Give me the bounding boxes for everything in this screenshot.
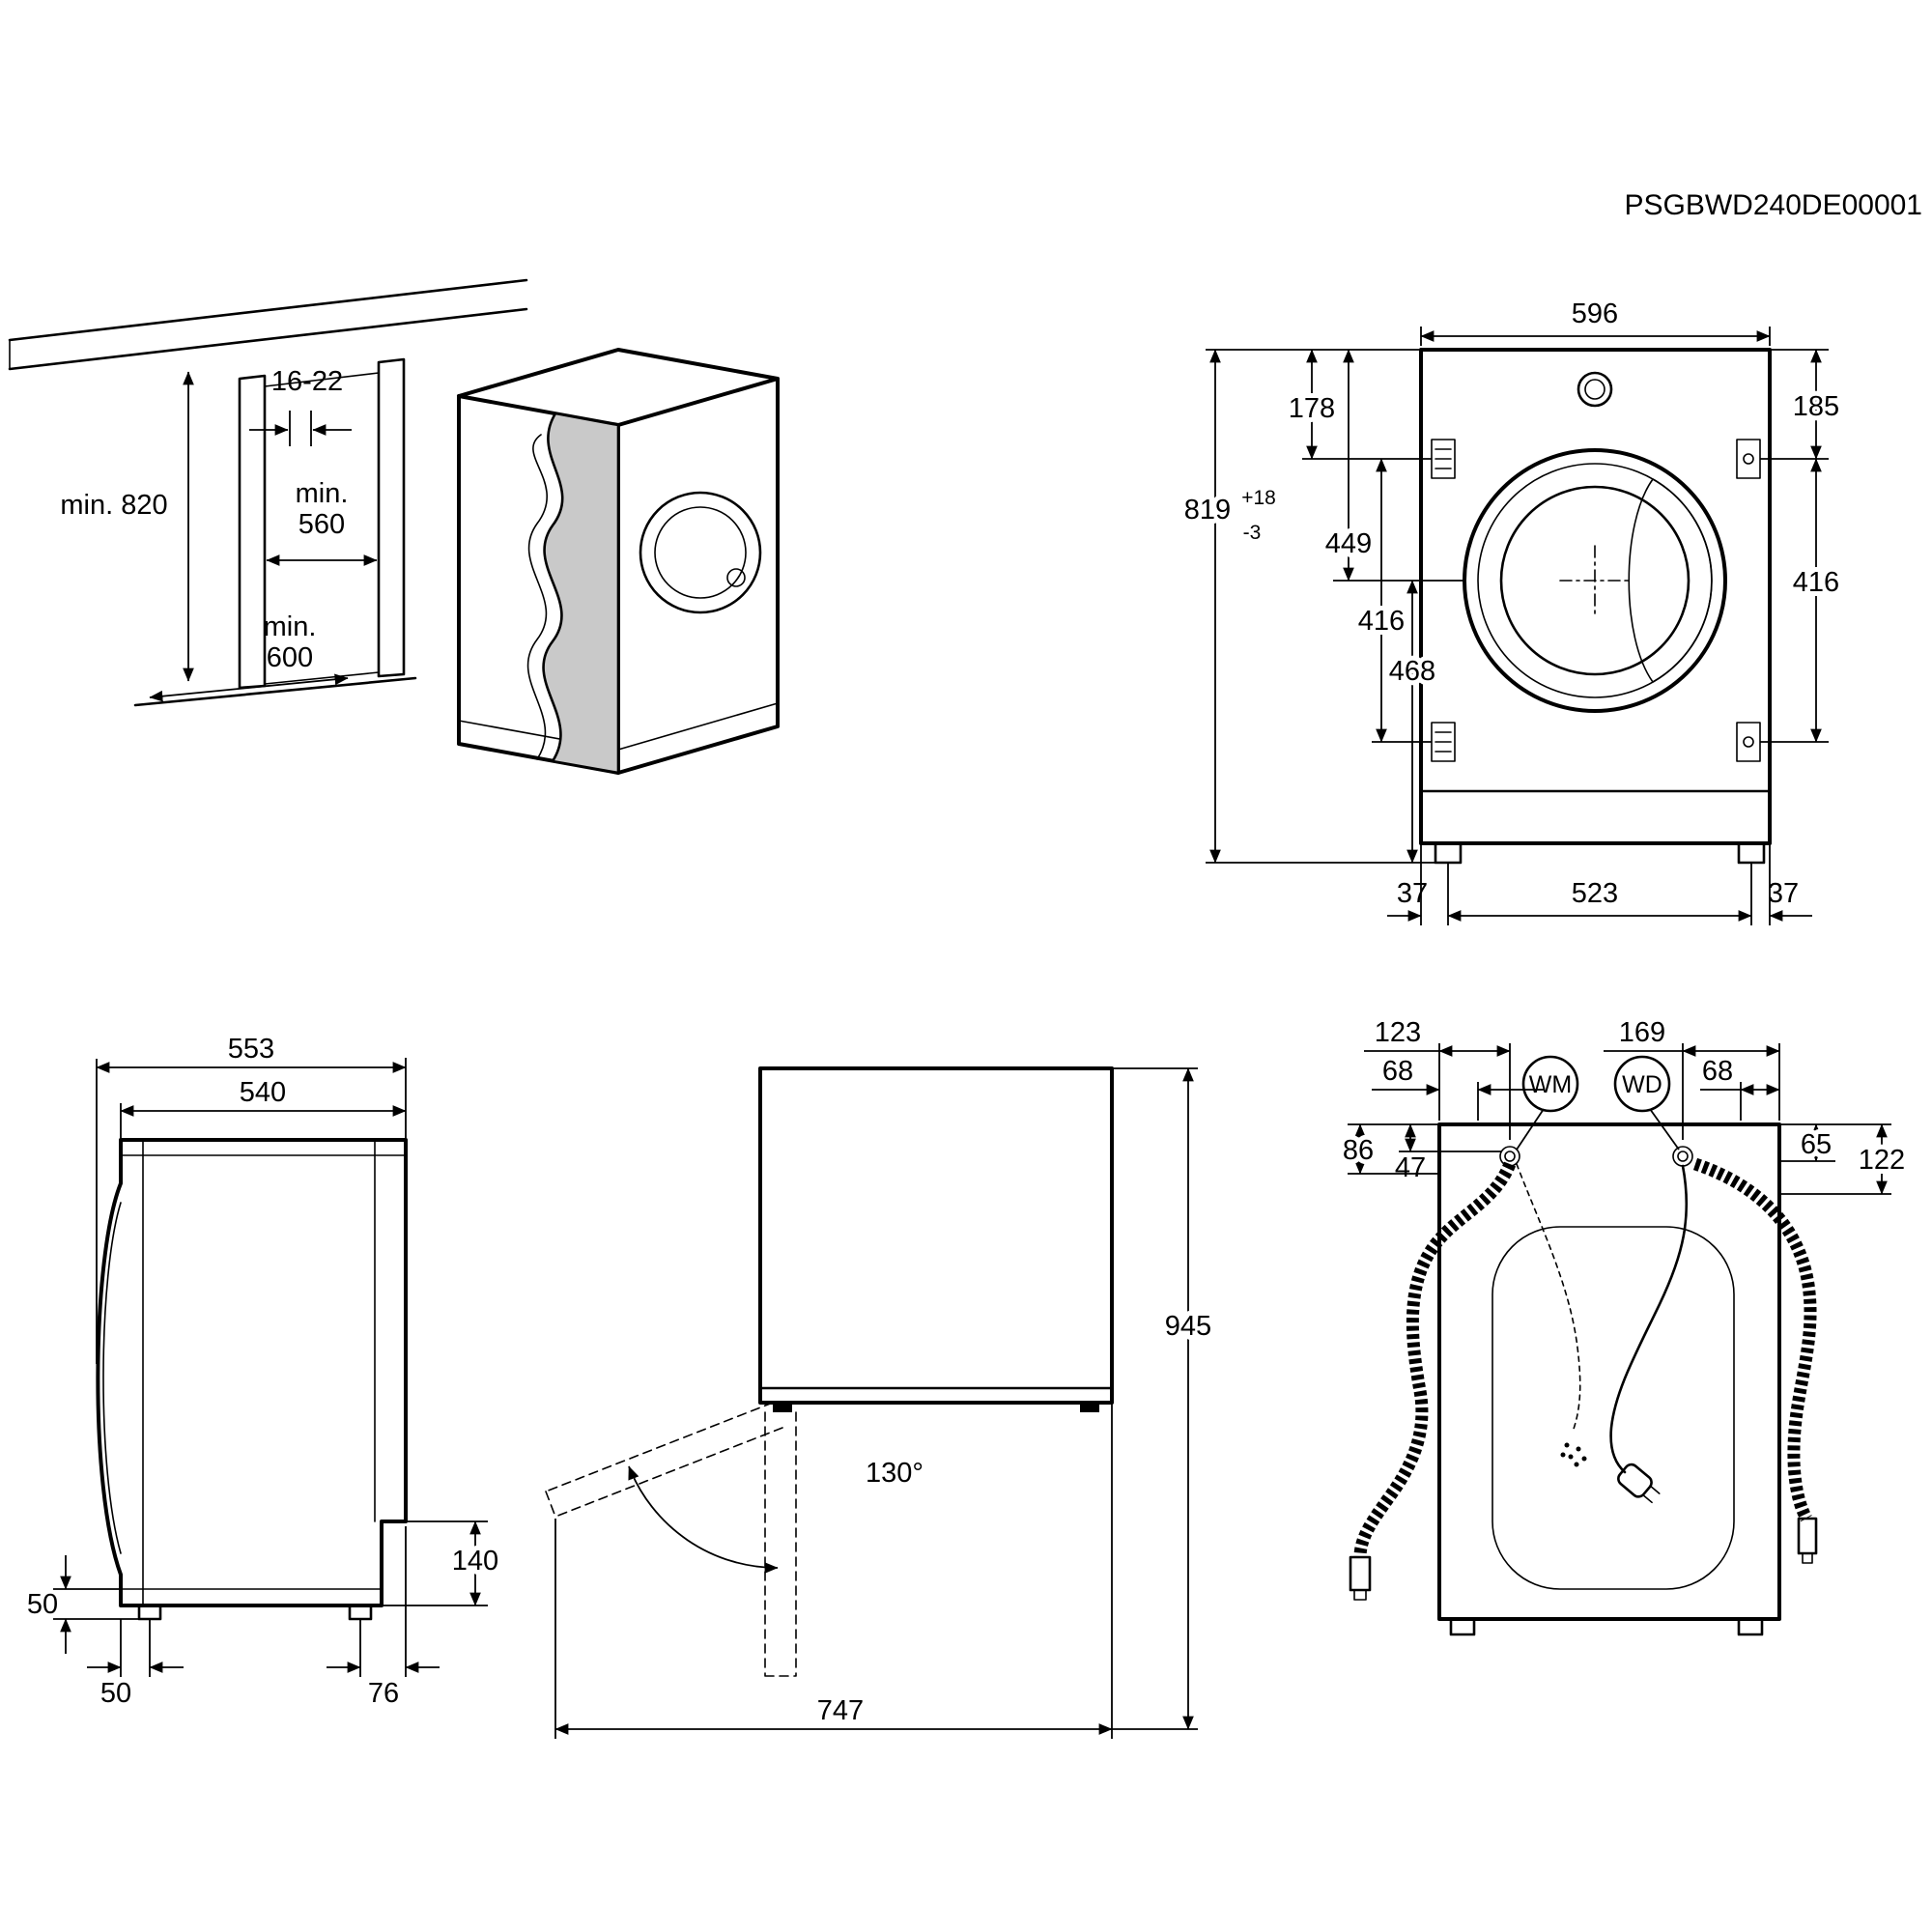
foot-right xyxy=(1737,1617,1764,1636)
door-front xyxy=(1463,448,1727,713)
foot-right xyxy=(1737,841,1766,865)
front-view-dimensions: 596 819 +18 -3 178 449 416 468 185 416 xyxy=(1179,294,1844,925)
door-opening-view: 130° 945 747 xyxy=(545,1066,1216,1739)
drain-splash xyxy=(1560,1442,1587,1467)
inlet-hose-fitting xyxy=(1797,1517,1818,1555)
rear-view: WM WD 123 68 169 68 xyxy=(1338,1017,1910,1636)
power-plug xyxy=(1617,1463,1661,1504)
dim-depth-body: 540 xyxy=(240,1077,286,1108)
foot-left xyxy=(1434,841,1463,865)
machine-body xyxy=(758,1066,1114,1405)
rear-view-dimensions: 123 68 169 68 86 47 65 122 xyxy=(1338,1017,1910,1195)
dim-cord-height: 122 xyxy=(1859,1145,1905,1176)
door-view-machine xyxy=(758,1066,1114,1412)
door-open-vertical xyxy=(764,1411,797,1677)
dim-niche-depth-value: 600 xyxy=(267,642,313,673)
detergent-knob xyxy=(1577,371,1613,408)
drawing-number: PSGBWD240DE00001 xyxy=(1625,189,1923,221)
dim-foot-offset-right: 37 xyxy=(1768,878,1799,909)
dim-wd-inner-offset: 68 xyxy=(1702,1056,1733,1087)
flexible-cover-panel xyxy=(542,412,620,775)
door-isometric xyxy=(639,491,762,614)
dim-inlet-height: 65 xyxy=(1801,1129,1832,1160)
foot xyxy=(1080,1403,1099,1412)
dim-height: 819 xyxy=(1184,495,1231,526)
foot-front xyxy=(137,1604,162,1621)
door-view-dimensions: 945 747 xyxy=(554,1067,1216,1739)
machine-rear-outline xyxy=(1437,1122,1781,1621)
dim-width: 596 xyxy=(1572,298,1618,329)
dim-plinth-height: 50 xyxy=(27,1589,58,1620)
dim-niche-width-label: min. xyxy=(296,478,349,509)
machine-front-outline xyxy=(1419,348,1772,845)
dim-height-tol-plus: +18 xyxy=(1241,487,1276,509)
dim-lower-span: 468 xyxy=(1389,656,1435,687)
side-view-dimensions: 553 540 50 50 76 140 xyxy=(27,1029,503,1709)
dim-recess-height: 140 xyxy=(452,1546,498,1577)
drain-path-dashed xyxy=(1516,1163,1581,1433)
door-handle-recess xyxy=(1628,478,1713,683)
center-cross xyxy=(1559,545,1631,616)
open-door-positions: 130° xyxy=(545,1402,923,1677)
rear-panel xyxy=(1492,1226,1735,1590)
dim-height-tol-minus: -3 xyxy=(1243,522,1262,544)
dim-foot-spacing: 523 xyxy=(1572,878,1618,909)
dim-foot-offset-left: 37 xyxy=(1397,878,1428,909)
dim-total-height: 945 xyxy=(1165,1311,1211,1342)
hoses xyxy=(1349,1157,1818,1601)
side-view: 553 540 50 50 76 140 xyxy=(27,1029,503,1709)
dim-drain-height: 86 xyxy=(1343,1135,1374,1166)
side-view-machine xyxy=(96,1138,408,1621)
drain-hose xyxy=(1353,1161,1517,1558)
dim-bracket-span-left: 416 xyxy=(1358,606,1405,637)
dim-counter-gap: 16-22 xyxy=(271,366,343,397)
dim-center-from-top: 449 xyxy=(1325,528,1372,559)
installation-dimensions: min. 820 16-22 min. 560 min. 600 xyxy=(60,366,378,702)
dim-niche-height: min. 820 xyxy=(60,490,167,521)
dim-drain-inner: 47 xyxy=(1395,1152,1426,1183)
dim-offset-top-left: 178 xyxy=(1289,393,1335,424)
inlet-hose xyxy=(1692,1157,1817,1522)
dim-niche-depth-label: min. xyxy=(264,611,317,642)
installation-view: min. 820 16-22 min. 560 min. 600 xyxy=(8,278,780,775)
power-cord xyxy=(1609,1164,1689,1474)
front-view-machine xyxy=(1419,348,1772,865)
foot-rear xyxy=(348,1604,373,1621)
foot-left xyxy=(1449,1617,1476,1636)
wd-label: WD xyxy=(1622,1071,1662,1098)
dim-depth-total: 553 xyxy=(228,1034,274,1065)
dim-niche-width-value: 560 xyxy=(298,509,345,540)
countertop xyxy=(8,278,528,371)
rear-view-machine xyxy=(1437,1122,1781,1636)
wm-badge xyxy=(1521,1055,1579,1113)
connection-labels: WM WD xyxy=(1516,1055,1680,1151)
door-swing-arc xyxy=(628,1465,779,1574)
wm-label: WM xyxy=(1529,1071,1572,1098)
dim-wm-offset: 123 xyxy=(1375,1017,1421,1048)
dim-opening-angle: 130° xyxy=(866,1458,923,1489)
inlet-connection xyxy=(1672,1146,1693,1167)
dim-wm-inner-offset: 68 xyxy=(1382,1056,1413,1087)
dim-clearance-depth: 747 xyxy=(817,1695,864,1726)
dim-foot-offset-front: 50 xyxy=(100,1678,131,1709)
foot xyxy=(773,1403,792,1412)
machine-side-outline xyxy=(96,1138,408,1607)
door-open-130 xyxy=(545,1402,783,1518)
drain-hose-fitting xyxy=(1349,1555,1372,1592)
dim-bracket-span-right: 416 xyxy=(1793,567,1839,598)
dim-foot-offset-rear: 76 xyxy=(368,1678,399,1709)
front-view: 596 819 +18 -3 178 449 416 468 185 416 xyxy=(1179,294,1844,925)
wd-badge xyxy=(1613,1055,1671,1113)
appliance-isometric xyxy=(457,348,780,775)
dim-offset-top-right: 185 xyxy=(1793,391,1839,422)
dim-wd-offset: 169 xyxy=(1619,1017,1665,1048)
